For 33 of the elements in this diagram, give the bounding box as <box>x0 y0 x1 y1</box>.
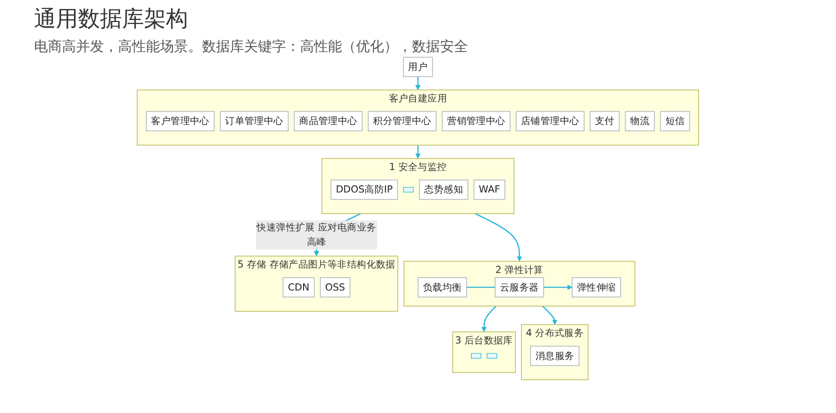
title: 通用数据库架构 <box>34 6 189 34</box>
node-box: 积分管理中心 <box>368 111 436 132</box>
node-box: 商品管理中心 <box>294 111 363 132</box>
node-box: 支付 <box>590 111 620 132</box>
node-box: 消息服务 <box>530 346 580 366</box>
arrow <box>481 306 497 332</box>
node-box: 订单管理中心 <box>220 111 289 132</box>
node-box: 弹性伸缩 <box>572 277 622 298</box>
node-box: OSS <box>320 277 350 298</box>
node-box: 短信 <box>660 111 690 132</box>
node-box <box>403 186 414 192</box>
node-box: WAF <box>474 180 506 200</box>
node-box: 云服务器 <box>494 277 544 298</box>
node-box: 用户 <box>403 56 433 77</box>
connector <box>466 286 496 288</box>
arrow <box>475 213 522 262</box>
arrow <box>542 306 558 325</box>
arrow <box>544 284 572 290</box>
arrow <box>415 145 421 159</box>
edge-label: 快速弹性扩展 应对电商业务高峰 <box>256 222 376 248</box>
caption: 电商高并发，高性能场景。数据库关键字：高性能（优化），数据安全 <box>34 38 469 56</box>
node-box: 营销管理中心 <box>442 111 510 132</box>
node-box: 负载均衡 <box>418 277 467 298</box>
node-box <box>486 353 498 359</box>
node-box: 物流 <box>625 111 655 132</box>
node-box: DDOS高防IP <box>330 180 398 200</box>
node-box: 态势感知 <box>419 180 468 200</box>
node-box: CDN <box>282 277 315 298</box>
arrow <box>415 76 421 90</box>
node-box <box>471 353 482 359</box>
cluster: 3 后台数据库 <box>452 332 516 373</box>
node-box: 客户管理中心 <box>146 111 215 132</box>
node-box: 店铺管理中心 <box>516 111 584 132</box>
